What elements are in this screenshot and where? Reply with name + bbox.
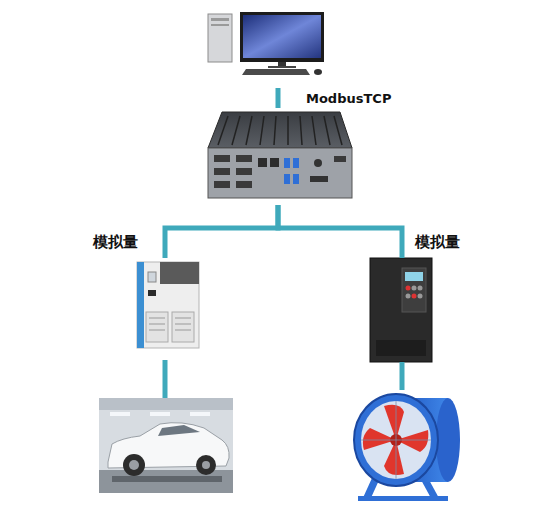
device-box — [370, 258, 434, 362]
connector-line — [278, 205, 402, 258]
inverter-cabinet-part — [148, 290, 156, 296]
car-test-bench-part — [129, 460, 139, 470]
inverter-cabinet-part — [149, 324, 165, 325]
industrial-pc-part — [218, 116, 228, 145]
desktop-pc-part — [268, 66, 296, 68]
industrial-pc-part — [274, 116, 276, 145]
car-test-bench-part — [110, 412, 130, 416]
device-box — [217, 10, 339, 88]
industrial-pc-part — [314, 159, 322, 167]
desktop-pc-part — [208, 14, 232, 62]
axial-fan — [354, 394, 460, 501]
axial-fan-part — [354, 394, 438, 486]
axial-fan-part — [361, 440, 431, 441]
inverter-cabinet-part — [175, 324, 191, 325]
inverter-cabinet-part — [137, 262, 144, 348]
car-test-bench-part — [158, 425, 200, 436]
industrial-pc-part — [270, 158, 279, 167]
industrial-pc-part — [232, 116, 240, 145]
axial-fan-part — [436, 398, 460, 482]
industrial-pc-part — [258, 158, 267, 167]
inverter-cabinet-part — [175, 318, 191, 319]
inverter-drive-part — [370, 258, 432, 362]
inverter-cabinet-part — [149, 318, 165, 319]
industrial-pc-part — [334, 156, 346, 162]
car-test-bench — [99, 398, 233, 493]
car-test-bench-part — [112, 476, 222, 482]
car-test-bench-part — [202, 461, 210, 469]
desktop-pc-part — [243, 15, 321, 58]
industrial-pc-part — [293, 158, 299, 168]
industrial-pc-part — [208, 148, 352, 198]
industrial-pc-part — [300, 116, 302, 145]
industrial-pc-part — [324, 116, 330, 145]
industrial-pc-part — [214, 155, 230, 162]
inverter-cabinet-part — [172, 312, 194, 342]
car-test-bench-part — [150, 412, 170, 416]
axial-fan-part — [358, 496, 448, 501]
industrial-pc-part — [236, 168, 252, 175]
device-box — [203, 108, 353, 205]
inverter-drive-part — [418, 294, 423, 299]
industrial-pc-part — [312, 116, 316, 145]
inverter-drive — [370, 258, 432, 362]
device-box — [344, 390, 460, 502]
industrial-pc-part — [334, 116, 342, 145]
car-test-bench-part — [99, 398, 233, 493]
inverter-cabinet-part — [160, 262, 199, 284]
inverter-drive-part — [418, 286, 423, 291]
inverter-cabinet-part — [146, 312, 168, 342]
car-test-bench-part — [196, 455, 216, 475]
inverter-cabinet — [137, 262, 199, 348]
desktop-pc-part — [240, 12, 324, 62]
industrial-pc-part — [293, 174, 299, 184]
device-box — [99, 398, 231, 493]
connector-line — [400, 362, 405, 390]
industrial-pc-part — [260, 116, 264, 145]
industrial-pc-part — [284, 158, 290, 168]
connector-line — [163, 360, 168, 398]
industrial-pc-part — [208, 112, 352, 148]
inverter-drive-part — [406, 294, 411, 299]
industrial-pc-part — [214, 168, 230, 175]
industrial-pc-part — [236, 155, 252, 162]
industrial-pc-part — [310, 176, 328, 182]
desktop-pc-part — [242, 69, 310, 75]
desktop-pc-part — [211, 18, 229, 21]
inverter-drive-part — [406, 286, 411, 291]
car-test-bench-part — [123, 454, 145, 476]
desktop-pc — [208, 12, 324, 75]
connector-line — [165, 205, 278, 258]
desktop-pc-part — [211, 24, 229, 26]
industrial-pc — [208, 112, 352, 198]
industrial-pc-part — [214, 181, 230, 188]
axial-fan-part — [361, 401, 431, 479]
inverter-drive-part — [412, 294, 417, 299]
industrial-pc-part — [287, 116, 289, 145]
inverter-cabinet-part — [137, 262, 199, 348]
connector-line — [276, 88, 281, 108]
industrial-pc-part — [236, 181, 252, 188]
car-test-bench-part — [99, 398, 233, 410]
inverter-cabinet-part — [175, 330, 191, 331]
inverter-drive-part — [412, 286, 417, 291]
edge-label: 模拟量 — [415, 233, 460, 252]
industrial-pc-part — [246, 116, 252, 145]
device-box — [133, 258, 197, 360]
industrial-pc-part — [284, 174, 290, 184]
car-test-bench-part — [99, 470, 233, 493]
desktop-pc-part — [314, 69, 322, 75]
inverter-cabinet-part — [149, 330, 165, 331]
car-test-bench-part — [190, 412, 210, 416]
inverter-cabinet-part — [148, 272, 156, 282]
inverter-drive-part — [402, 268, 426, 312]
edge-label: 模拟量 — [93, 233, 138, 252]
inverter-drive-part — [376, 340, 426, 356]
inverter-drive-part — [405, 272, 423, 281]
edge-label: ModbusTCP — [306, 91, 391, 106]
